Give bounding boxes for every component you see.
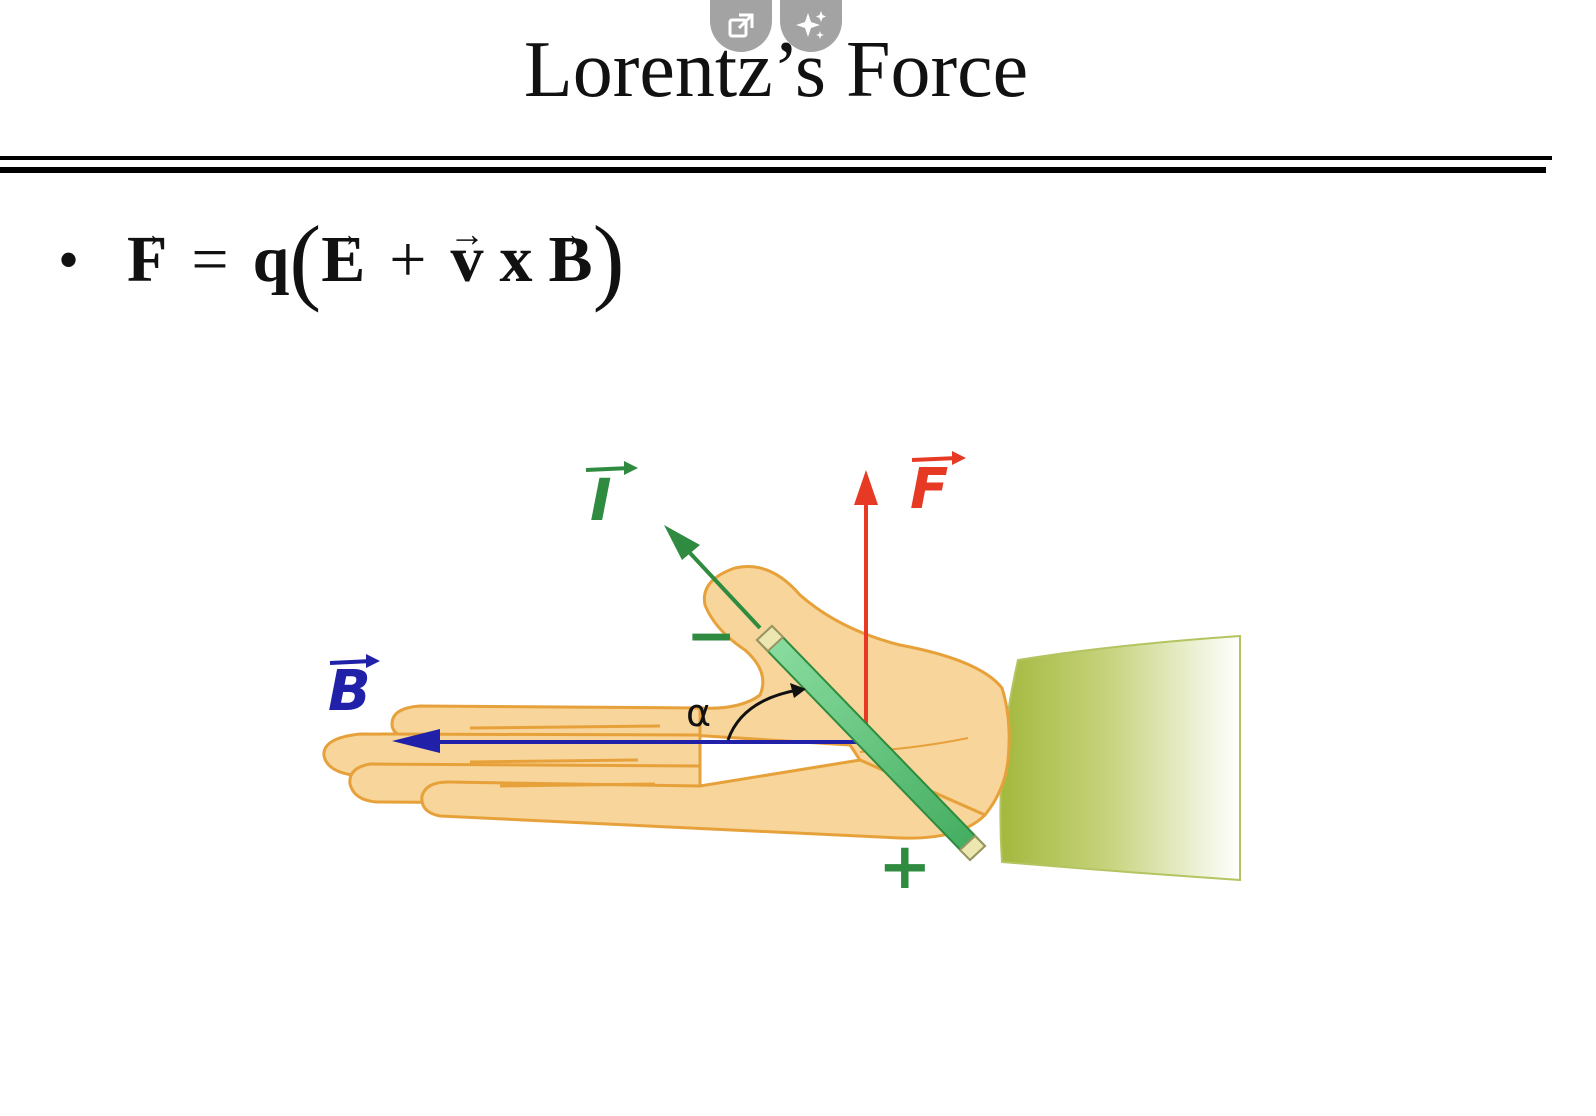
label-plus: + [878,830,932,904]
force-F-arrow [854,470,878,728]
ai-sparkle-button[interactable] [780,0,842,52]
vector-arrow: → [449,214,486,254]
label-F: F [910,451,966,522]
cross-sign: x [499,223,533,296]
external-window-icon [728,13,754,38]
left-paren: ( [289,206,322,313]
angle-alpha-arc [726,683,806,741]
hand [322,565,1011,840]
symbol-F: F [127,223,168,296]
sparkle-icon [796,11,826,39]
current-I-arrow [664,525,762,630]
field-B-arrow [392,729,860,753]
vector-F: → F [127,216,168,298]
title-divider-thin [0,156,1552,160]
lorentz-formula: • → F = q ( → E + → v x → B ) [58,205,625,315]
sleeve [999,634,1241,882]
symbol-v: v [450,223,484,296]
plus-sign: + [389,223,427,296]
symbol-B: B [548,223,593,296]
conductor-wire [755,624,987,862]
symbol-E: E [321,223,366,296]
label-B-text: B [328,659,371,724]
label-F-text: F [910,457,948,522]
label-alpha: α [686,691,711,735]
bullet: • [58,226,80,293]
vector-arrow: → [548,214,585,254]
label-B: B [328,654,380,724]
label-I-text: I [590,466,612,534]
label-minus: − [686,601,736,671]
equals-sign: = [191,223,229,296]
slide-title: Lorentz’s Force [523,26,1029,114]
symbol-q: q [252,223,290,296]
vector-v: → v [449,216,485,298]
vector-B: → B [548,216,593,298]
vector-arrow: → [325,214,362,254]
vector-E: → E [321,216,366,298]
open-external-button[interactable] [710,0,772,52]
title-divider-thick [0,167,1546,173]
right-paren: ) [592,206,625,313]
label-I: I [585,461,638,534]
vector-arrow: → [129,214,166,254]
